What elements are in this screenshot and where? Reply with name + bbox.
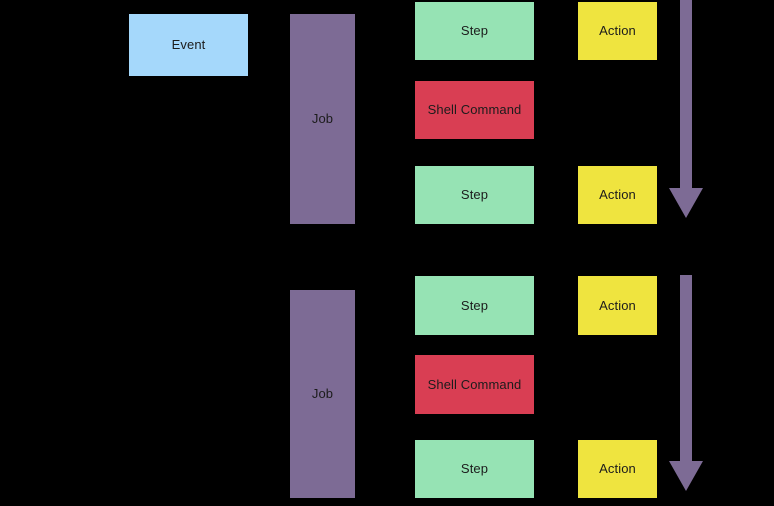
node-label: Shell Command xyxy=(427,102,522,118)
node-event-1[interactable]: Event xyxy=(129,14,248,76)
node-step-4[interactable]: Step xyxy=(415,440,534,498)
node-step-2[interactable]: Step xyxy=(415,166,534,224)
arrow-down-icon-top xyxy=(665,0,707,218)
node-job-1[interactable]: Job xyxy=(290,14,355,224)
node-action-2[interactable]: Action xyxy=(578,166,657,224)
node-label: Action xyxy=(599,297,636,313)
node-label: Action xyxy=(599,23,636,39)
node-step-3[interactable]: Step xyxy=(415,276,534,335)
node-label: Event xyxy=(171,37,206,53)
node-shell-command-2[interactable]: Shell Command xyxy=(415,355,534,414)
node-label: Step xyxy=(460,23,489,39)
node-action-4[interactable]: Action xyxy=(578,440,657,498)
node-label: Step xyxy=(460,461,489,477)
node-label: Action xyxy=(599,461,636,477)
node-label: Action xyxy=(599,187,636,203)
node-label: Step xyxy=(460,187,489,203)
node-label: Shell Command xyxy=(427,376,522,392)
node-step-1[interactable]: Step xyxy=(415,2,534,60)
node-action-1[interactable]: Action xyxy=(578,2,657,60)
node-action-3[interactable]: Action xyxy=(578,276,657,335)
node-label: Job xyxy=(311,111,334,127)
arrow-down-icon-bottom xyxy=(665,275,707,491)
node-label: Job xyxy=(311,386,334,402)
node-shell-command-1[interactable]: Shell Command xyxy=(415,81,534,139)
node-label: Step xyxy=(460,297,489,313)
node-job-2[interactable]: Job xyxy=(290,290,355,498)
